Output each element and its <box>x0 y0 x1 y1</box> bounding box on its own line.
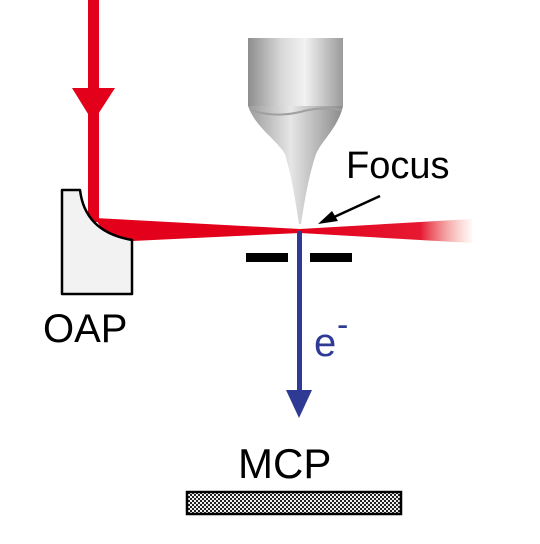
mcp-detector <box>185 490 403 516</box>
oap-mirror <box>60 188 134 296</box>
electron-label: e <box>314 321 336 365</box>
focus-pointer-arrowhead <box>318 211 338 224</box>
aperture-left <box>246 253 288 262</box>
electron-charge-label: - <box>337 306 348 344</box>
oap-label: OAP <box>43 307 127 351</box>
electron-beam <box>297 231 302 394</box>
laser-direction-arrow <box>72 88 115 122</box>
diverging-laser-beam <box>300 219 472 243</box>
focus-pointer-line <box>331 194 381 220</box>
electron-beam-arrowhead <box>286 390 312 418</box>
mcp-label: MCP <box>238 440 331 487</box>
focusing-laser-beam <box>95 218 300 242</box>
tip-icon <box>248 38 343 224</box>
focus-label: Focus <box>346 145 449 187</box>
aperture-right <box>310 253 352 262</box>
